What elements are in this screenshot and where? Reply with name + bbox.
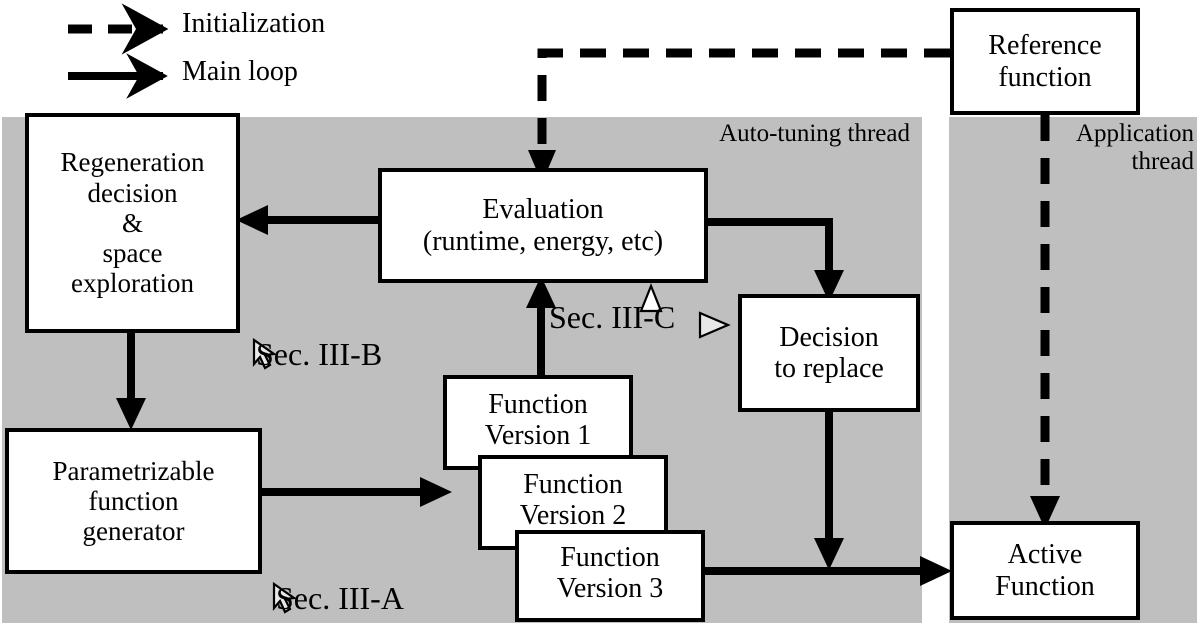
line-1: Active xyxy=(1007,539,1083,571)
line-1: Function xyxy=(488,389,588,420)
cursor-pointer-icon-c-right xyxy=(698,311,731,339)
edge-reference-to-active xyxy=(1030,115,1060,529)
box-evaluation-text: Evaluation (runtime, energy, etc) xyxy=(423,194,663,257)
application-thread-label-line1: Application xyxy=(1075,120,1194,147)
auto-tuning-thread-label: Auto-tuning thread xyxy=(719,120,910,147)
line-2: to replace xyxy=(774,353,884,384)
line-3: & xyxy=(121,207,143,238)
box-regeneration[interactable]: Regeneration decision & space exploratio… xyxy=(25,113,240,333)
cursor-pointer-icon-c-up xyxy=(639,283,663,313)
box-evaluation[interactable]: Evaluation (runtime, energy, etc) xyxy=(378,168,708,283)
box-function-version-1-text: Function Version 1 xyxy=(485,389,592,452)
line-1: Decision xyxy=(779,321,879,353)
line-1: Evaluation xyxy=(482,194,604,226)
line-2: function xyxy=(998,61,1092,93)
line-1: Parametrizable xyxy=(52,455,215,486)
line-2: Function xyxy=(995,570,1095,602)
line-2: (runtime, energy, etc) xyxy=(422,225,664,257)
edge-regeneration-to-generator xyxy=(116,331,146,430)
line-2: Version 3 xyxy=(556,573,664,605)
edge-reference-to-evaluation xyxy=(528,48,950,183)
line-1: Regeneration xyxy=(60,147,205,178)
line-1: Function xyxy=(560,542,660,573)
edge-evaluation-to-regeneration xyxy=(236,205,380,235)
edge-function-version-3-to-active xyxy=(704,556,952,586)
edge-function-version-to-evaluation xyxy=(526,276,556,380)
line-1: Function xyxy=(523,469,623,500)
line-4: space xyxy=(102,238,163,269)
sec-label-iii-a: Sec. III-A xyxy=(276,580,404,616)
cursor-pointer-icon-a xyxy=(272,581,298,614)
application-thread-label-line2: thread xyxy=(1131,148,1194,175)
box-function-version-3-text: Function Version 3 xyxy=(557,542,664,605)
line-5: exploration xyxy=(71,268,194,299)
line-2: Version 1 xyxy=(484,420,592,452)
box-reference-function-text: Reference function xyxy=(988,30,1101,93)
line-3: generator xyxy=(82,516,185,547)
box-parametrizable-generator-text: Parametrizable function generator xyxy=(53,456,215,547)
edge-decision-to-active xyxy=(814,412,844,570)
sec-label-iii-c: Sec. III-C xyxy=(549,299,676,335)
box-function-version-3[interactable]: Function Version 3 xyxy=(515,530,705,622)
box-active-function-text: Active Function xyxy=(995,539,1095,602)
application-thread-label: Application thread xyxy=(1000,120,1194,176)
line-1: Reference xyxy=(988,30,1102,62)
sec-label-iii-b: Sec. III-B xyxy=(256,336,383,372)
box-reference-function[interactable]: Reference function xyxy=(950,8,1140,115)
line-2: function xyxy=(88,485,179,516)
box-decision-to-replace-text: Decision to replace xyxy=(774,322,884,385)
box-parametrizable-generator[interactable]: Parametrizable function generator xyxy=(5,428,262,574)
line-2: Version 2 xyxy=(519,500,627,532)
cursor-pointer-icon-b xyxy=(252,337,278,370)
edge-evaluation-to-decision xyxy=(706,218,844,302)
box-function-version-1[interactable]: Function Version 1 xyxy=(443,375,633,470)
box-decision-to-replace[interactable]: Decision to replace xyxy=(738,294,920,412)
line-2: decision xyxy=(87,177,178,208)
box-active-function[interactable]: Active Function xyxy=(950,521,1140,620)
legend-label-initialization: Initialization xyxy=(182,8,326,39)
box-regeneration-text: Regeneration decision & space exploratio… xyxy=(61,147,205,298)
edge-generator-to-function-versions xyxy=(262,477,452,507)
box-function-version-2-text: Function Version 2 xyxy=(520,469,627,532)
legend-label-main-loop: Main loop xyxy=(182,56,298,87)
